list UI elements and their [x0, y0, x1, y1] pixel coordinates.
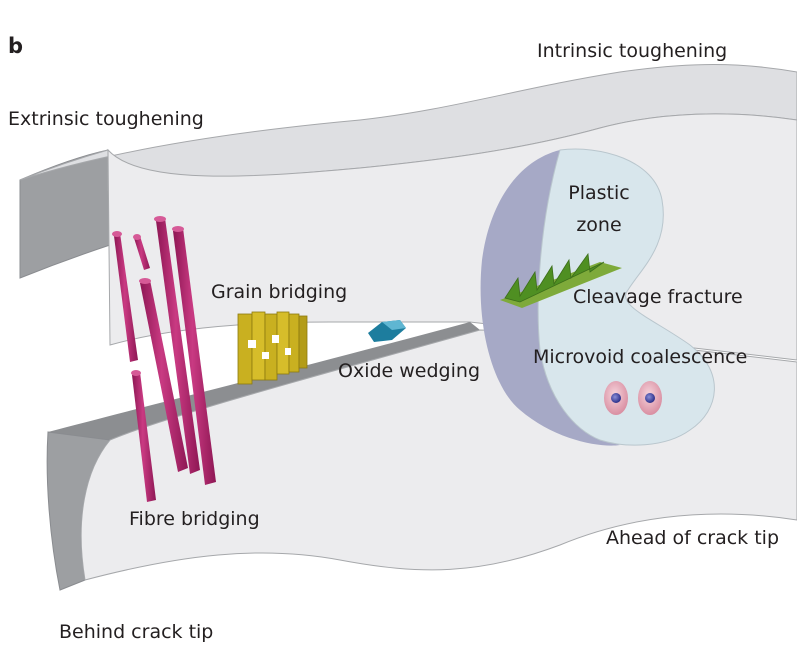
microvoid-core [645, 393, 655, 403]
plastic-zone-label-line1: Plastic [568, 182, 630, 204]
grain-bridging-label: Grain bridging [211, 281, 348, 303]
fibre [139, 278, 188, 472]
behind-crack-tip-label: Behind crack tip [59, 621, 214, 643]
fibre-bridging-label: Fibre bridging [129, 508, 260, 530]
plastic-zone [480, 148, 715, 446]
fibre [131, 370, 156, 502]
grain-bridging [237, 311, 308, 385]
plastic-zone-rim [480, 150, 620, 446]
oxide-wedging-label: Oxide wedging [338, 360, 480, 382]
microvoid-coalescence-label: Microvoid coalescence [533, 346, 748, 368]
ahead-of-crack-tip-label: Ahead of crack tip [606, 527, 780, 549]
plastic-zone-fill [537, 148, 715, 446]
panel-letter: b [8, 34, 24, 58]
upper-block-edge [19, 149, 111, 279]
extrinsic-toughening-label: Extrinsic toughening [8, 108, 204, 130]
plastic-zone-label-line2: zone [576, 214, 622, 236]
fibre [154, 216, 200, 474]
cleavage-fracture-label: Cleavage fracture [573, 286, 743, 308]
cleavage-teeth [504, 252, 605, 303]
microvoid-core [611, 393, 621, 403]
oxide-wedge [368, 320, 406, 342]
cleavage-fracture [500, 252, 622, 308]
crack-flank [48, 322, 480, 440]
fibre [112, 231, 138, 362]
fibre [172, 226, 216, 485]
fibre [133, 234, 150, 270]
intrinsic-toughening-label: Intrinsic toughening [537, 40, 728, 62]
fibre-bridging [112, 216, 216, 502]
microvoids [604, 381, 662, 415]
